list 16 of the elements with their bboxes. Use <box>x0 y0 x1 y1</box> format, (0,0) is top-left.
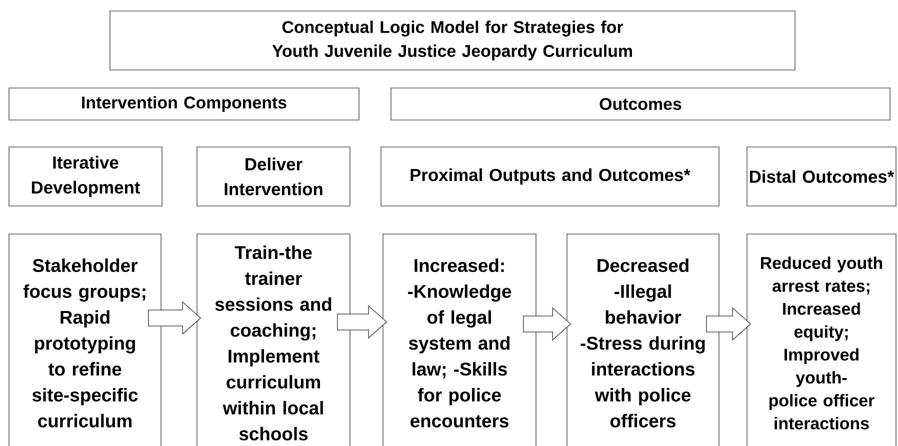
title-box: Conceptual Logic Model for Strategies for Youth Juvenile Justice Jeopardy Curriculum <box>110 10 796 70</box>
column-header-box: Iterative Development <box>8 146 162 206</box>
block-arrow <box>523 307 572 341</box>
block-arrow <box>148 301 202 335</box>
block-arrow <box>706 307 752 341</box>
content-box: Decreased -Illegal behavior -Stress during interactions with police officers <box>566 234 720 446</box>
column-header-box: Proximal Outputs and Outcomes* <box>380 146 720 206</box>
header-box: Intervention Components <box>8 88 360 120</box>
content-box: Reduced youth arrest rates; Increased equity; Improved youth-police officer interactions <box>746 234 896 446</box>
column-header-box: Distal Outcomes* <box>746 146 896 206</box>
content-box: Train-the trainer sessions and coaching; Implement curriculum within local schools <box>196 234 350 446</box>
header-box: Outcomes <box>390 88 890 120</box>
content-box: Increased: -Knowledge of legal system and law; -Skills for police encounters <box>382 234 536 446</box>
block-arrow <box>337 305 388 339</box>
content-box: Stakeholder focus groups; Rapid prototyping to refine site-specific curriculum <box>8 234 162 446</box>
column-header-box: Deliver Intervention <box>196 146 350 206</box>
